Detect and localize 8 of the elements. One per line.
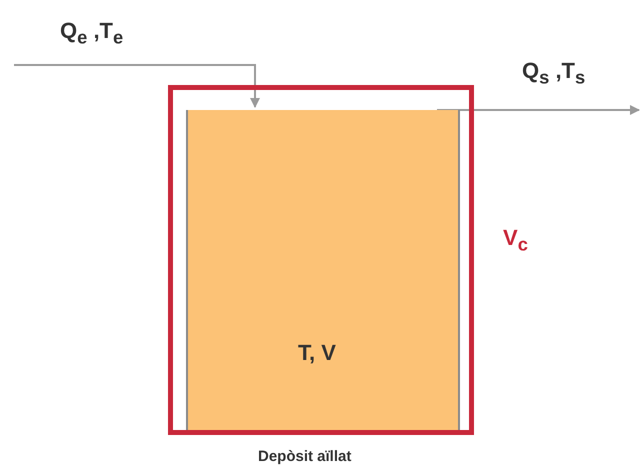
flow-label: Q$_{e}$ ,T$_{e}$	[60, 18, 124, 48]
tank-label: T, V	[298, 340, 336, 366]
flow-arrow	[437, 105, 640, 115]
flow-arrow	[14, 64, 260, 108]
tank	[186, 110, 460, 430]
flow-label: Q$_{s}$ ,T$_{s}$	[522, 58, 586, 88]
caption: Depòsit aïllat	[258, 448, 352, 465]
volume-label: V$_{c}$	[503, 225, 528, 256]
